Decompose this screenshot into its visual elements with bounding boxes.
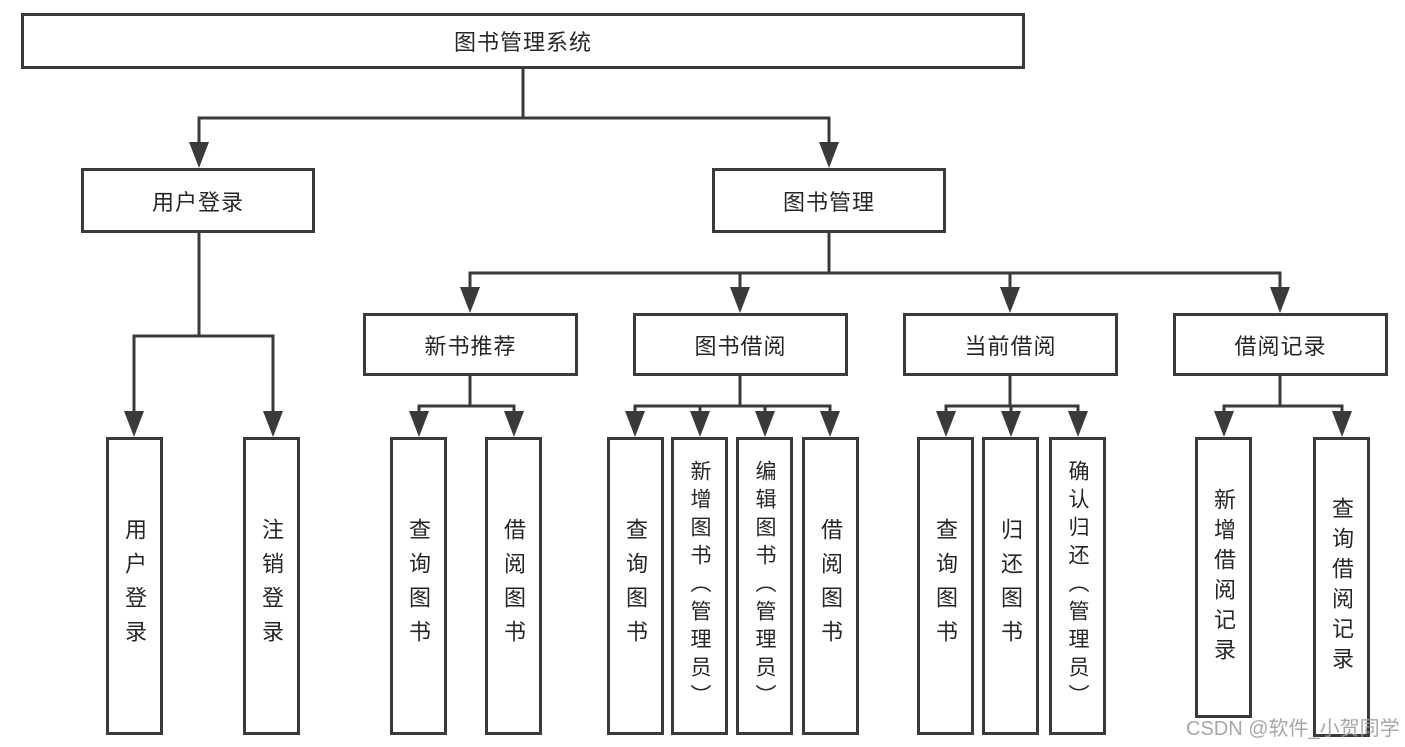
node-book-management: 图书管理 <box>712 168 946 233</box>
leaf-borrow-books: 借阅图书 <box>802 437 859 735</box>
connector-borrowing <box>633 376 832 415</box>
node-book-borrowing: 图书借阅 <box>633 313 848 376</box>
node-current-borrowing: 当前借阅 <box>903 313 1118 376</box>
connector-current <box>944 376 1080 415</box>
leaf-edit-book-admin: 编辑图书（管理员） <box>736 437 793 735</box>
leaf-borrow-books-recommend: 借阅图书 <box>485 437 542 735</box>
leaf-add-book-admin: 新增图书（管理员） <box>671 437 728 735</box>
leaf-query-books-recommend: 查询图书 <box>390 437 447 735</box>
node-borrowing-records: 借阅记录 <box>1173 313 1388 376</box>
connector-book-management <box>468 232 1282 291</box>
leaf-query-books-current: 查询图书 <box>917 437 974 735</box>
connector-new-book <box>417 376 516 415</box>
leaf-return-books: 归还图书 <box>982 437 1039 735</box>
connector-records <box>1222 376 1344 415</box>
leaf-user-login: 用户登录 <box>106 437 163 735</box>
node-library-management-system: 图书管理系统 <box>21 13 1025 69</box>
leaf-add-borrow-record: 新增借阅记录 <box>1195 437 1252 718</box>
leaf-confirm-return-admin: 确认归还（管理员） <box>1049 437 1106 735</box>
leaf-query-books-borrowing: 查询图书 <box>607 437 664 735</box>
node-new-book-recommendation: 新书推荐 <box>363 313 578 376</box>
node-user-login: 用户登录 <box>81 168 315 233</box>
watermark-text: CSDN @软件_小贺同学 <box>1186 718 1400 740</box>
connector-user-login <box>132 232 275 415</box>
leaf-query-borrow-record: 查询借阅记录 <box>1313 437 1370 737</box>
leaf-logout: 注销登录 <box>243 437 300 735</box>
arrowheads <box>124 142 1352 437</box>
connector-root <box>197 68 831 146</box>
